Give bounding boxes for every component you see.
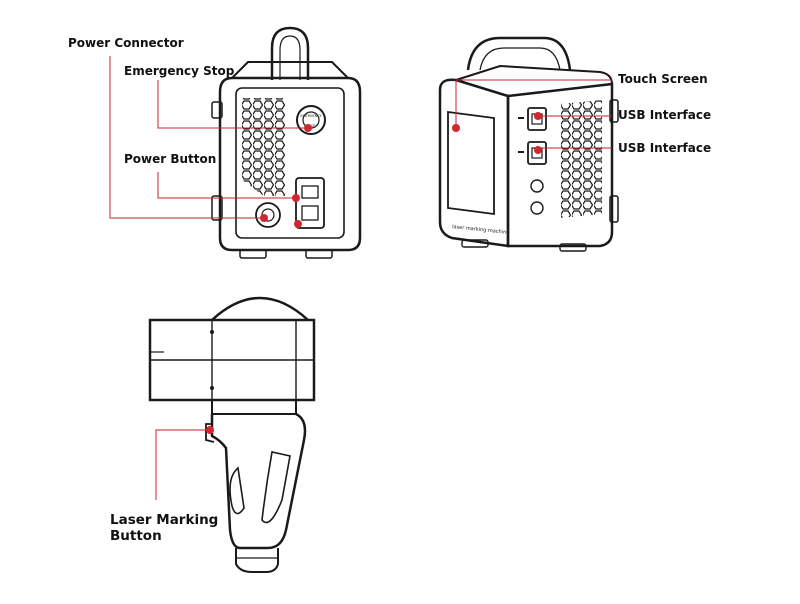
dot-touch-screen [452,124,460,132]
leader-lines [109,56,612,500]
label-laser-marking-line2: Button [110,528,162,544]
leader-touch-screen [455,79,612,126]
callout-dots [206,112,542,434]
dot-emergency-stop [304,124,312,132]
dot-power-button [292,194,300,202]
front-view-device [211,26,362,259]
label-usb-interface-2: USB Interface [618,141,712,155]
leader-emergency-stop [157,80,308,129]
label-usb-interface-1: USB Interface [618,108,712,122]
front-panel-engraving: laser marking machine [452,224,510,236]
label-power-button: Power Button [124,152,217,166]
side-view-device [438,36,619,252]
dot-usb-2 [534,146,542,154]
dot-power-button-2 [294,220,302,228]
leader-power-button [157,172,296,199]
label-emergency-stop: Emergency Stop [124,64,235,78]
estop-engraving: EMERGENCY [300,114,322,118]
dot-usb-1 [534,112,542,120]
dot-power-connector [260,214,268,222]
dot-laser-marking [206,426,214,434]
label-touch-screen: Touch Screen [618,72,708,86]
leader-laser-marking [155,429,208,500]
laser-head-device [148,296,316,573]
label-power-connector: Power Connector [68,36,184,50]
leader-power-connector [109,56,262,219]
label-laser-marking-line1: Laser Marking [110,512,219,528]
